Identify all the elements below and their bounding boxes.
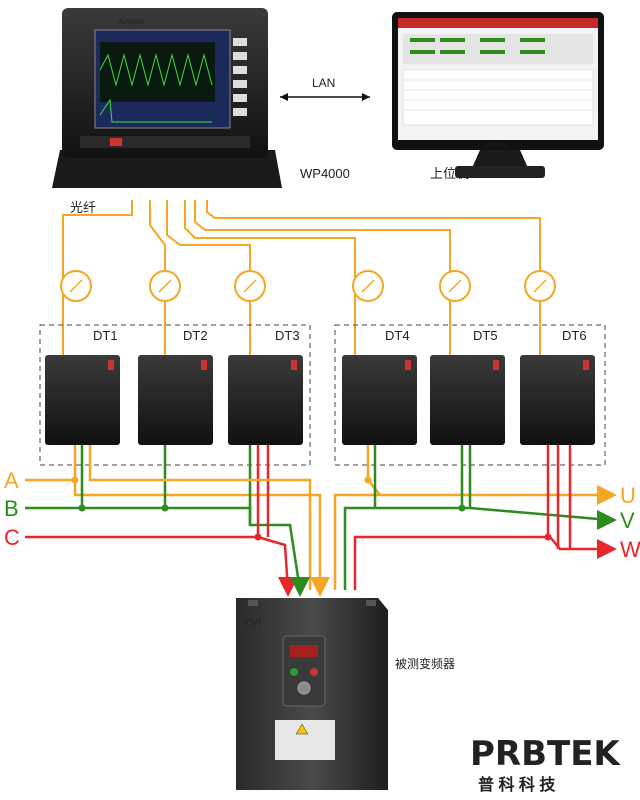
dt2-label: DT2 xyxy=(183,328,208,343)
lan-link xyxy=(280,93,370,101)
phase-a-label: A xyxy=(4,468,19,493)
wire-junction-dots xyxy=(71,476,552,541)
dt3-label: DT3 xyxy=(275,328,300,343)
fiber-coil-arrows xyxy=(69,279,547,293)
transmitter-dt3 xyxy=(228,355,303,445)
phase-b-label: B xyxy=(4,496,19,521)
dt1-label: DT1 xyxy=(93,328,118,343)
analyzer-brand: Anytest xyxy=(117,17,145,26)
transmitter-dt6 xyxy=(520,355,595,445)
dt6-label: DT6 xyxy=(562,328,587,343)
output-v-label: V xyxy=(620,508,635,533)
transmitter-labels: DT1 DT2 DT3 DT4 DT5 DT6 xyxy=(93,328,587,343)
wp4000-analyzer: Anytest xyxy=(52,8,282,188)
output-arrows xyxy=(278,485,617,597)
host-pc-monitor: Lenovo xyxy=(392,12,604,178)
output-v-wiring xyxy=(343,445,611,590)
fiber-coil-icons xyxy=(60,270,556,302)
output-u-label: U xyxy=(620,483,636,508)
dt5-label: DT5 xyxy=(473,328,498,343)
host-pc-label: 上位机 xyxy=(430,166,469,181)
logo-text: PRBTEK xyxy=(470,734,621,774)
transmitter-units xyxy=(45,355,595,445)
lan-label: LAN xyxy=(312,76,335,90)
monitor-brand: Lenovo xyxy=(485,142,508,149)
phase-a-drop xyxy=(88,445,312,590)
transmitter-dt1 xyxy=(45,355,120,445)
analyzer-label: WP4000 xyxy=(300,166,350,181)
fiber-label: 光纤 xyxy=(70,200,96,215)
phase-c-wiring xyxy=(25,445,290,591)
analyzer-side-buttons xyxy=(233,38,247,116)
dt4-label: DT4 xyxy=(385,328,410,343)
prbtek-logo: PRBTEK 普 科 科 技 xyxy=(470,734,621,794)
phase-c-label: C xyxy=(4,525,20,550)
logo-subtitle: 普 科 科 技 xyxy=(478,775,556,794)
analyzer-screen-waveform xyxy=(99,53,213,123)
transmitter-group-1 xyxy=(39,324,311,466)
phase-b-wiring xyxy=(25,445,302,591)
vfd-label: 被测变频器 xyxy=(395,656,455,671)
output-w-label: W xyxy=(620,537,640,562)
transmitter-dt5 xyxy=(430,355,505,445)
vfd-brand: invt xyxy=(244,616,261,628)
transmitter-dt2 xyxy=(138,355,213,445)
phase-a-wiring xyxy=(25,445,322,590)
transmitter-dt4 xyxy=(342,355,417,445)
vfd-device: invt xyxy=(236,598,388,790)
phase-labels: A B C U V W xyxy=(4,468,640,562)
